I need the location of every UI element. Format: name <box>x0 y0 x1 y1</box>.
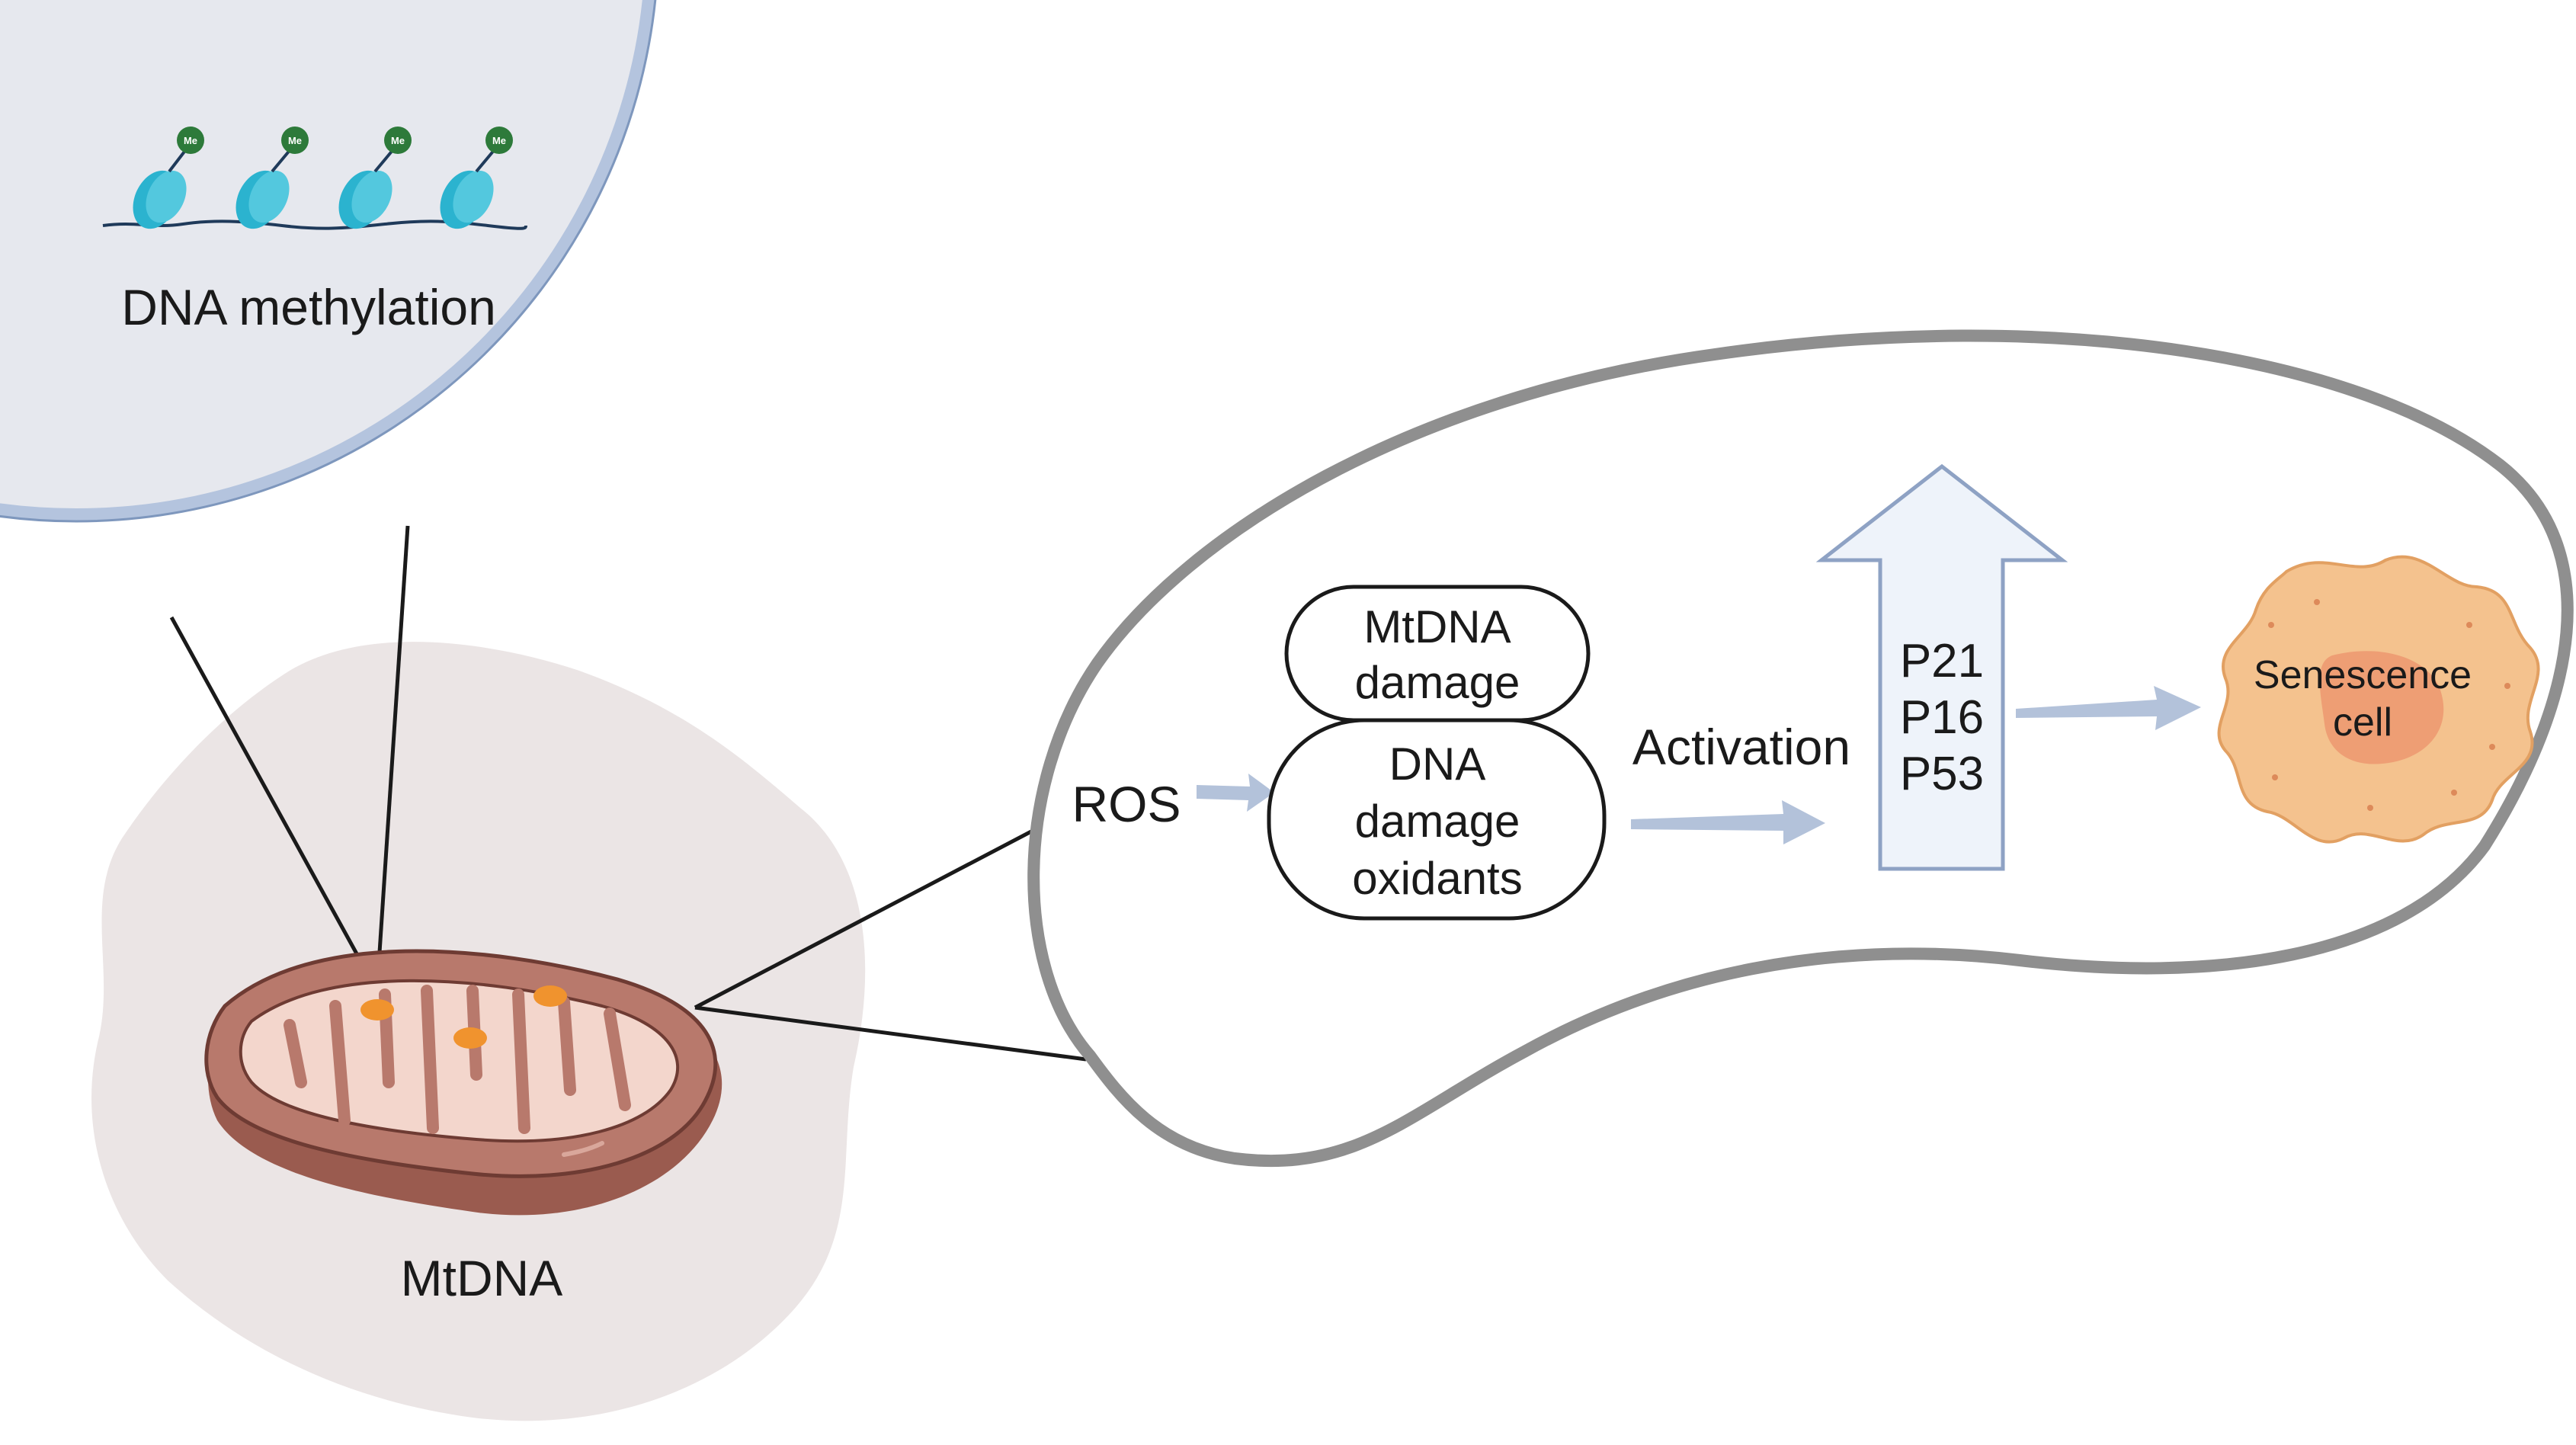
mitochondrion <box>204 949 722 1216</box>
marker-p21: P21 <box>1900 635 1984 687</box>
mitochondrion-highlight <box>562 1141 604 1157</box>
senescent-cell <box>2217 555 2540 844</box>
zoom-line-left <box>169 616 377 988</box>
methyl-group-4 <box>485 127 513 154</box>
dna-damage-line-2: damage <box>1355 796 1520 847</box>
senescent-cell-nucleus <box>2319 651 2444 764</box>
nucleosome-4: Me <box>440 127 513 229</box>
ros-label: ROS <box>1072 776 1181 832</box>
dna-methylation-label: DNA methylation <box>121 279 496 335</box>
marker-p53: P53 <box>1900 748 1984 800</box>
dna-methylation-zoom <box>0 0 657 523</box>
upregulation-arrow <box>1815 463 2068 871</box>
mtdna-damage-line-1: MtDNA <box>1363 601 1511 652</box>
dna-thread <box>102 219 527 230</box>
mtdna-spot-3 <box>533 985 567 1007</box>
senescence-arrow <box>2016 686 2201 730</box>
nucleosome-2: Me <box>235 127 309 229</box>
mtdna-damage-line-2: damage <box>1355 657 1520 708</box>
marker-p16: P16 <box>1900 691 1984 744</box>
mtdna-spot-1 <box>360 999 394 1020</box>
senescent-cell-dots <box>2268 599 2510 811</box>
methyl-group-1 <box>177 127 204 154</box>
activation-label: Activation <box>1632 719 1850 775</box>
methylated-dna-strand: Me Me Me Me <box>102 127 527 230</box>
zoom-line-right <box>375 525 410 988</box>
dna-damage-oxidants-box: DNA damage oxidants <box>1267 718 1607 921</box>
nucleosome-1: Me <box>133 127 204 229</box>
callout-bubble <box>1027 329 2574 1168</box>
methyl-label-3: Me <box>391 135 405 146</box>
methyl-label-2: Me <box>288 135 302 146</box>
mtdna-label: MtDNA <box>401 1250 563 1306</box>
methyl-group-2 <box>281 127 309 154</box>
callout-line-top <box>694 828 1034 1010</box>
ros-arrow <box>1197 774 1274 812</box>
methyl-group-3 <box>384 127 412 154</box>
callout-line-bottom <box>694 1005 1087 1062</box>
nucleosome-3: Me <box>338 127 412 229</box>
dna-damage-line-1: DNA <box>1389 739 1486 790</box>
methyl-label-1: Me <box>184 135 197 146</box>
dna-damage-line-3: oxidants <box>1352 853 1522 904</box>
methyl-label-4: Me <box>492 135 506 146</box>
senescence-line-2: cell <box>2333 700 2392 745</box>
mtdna-damage-box: MtDNA damage <box>1284 585 1591 722</box>
senescence-line-1: Senescence <box>2254 653 2472 697</box>
mtdna-spot-2 <box>453 1027 487 1049</box>
activation-arrow <box>1631 800 1825 844</box>
